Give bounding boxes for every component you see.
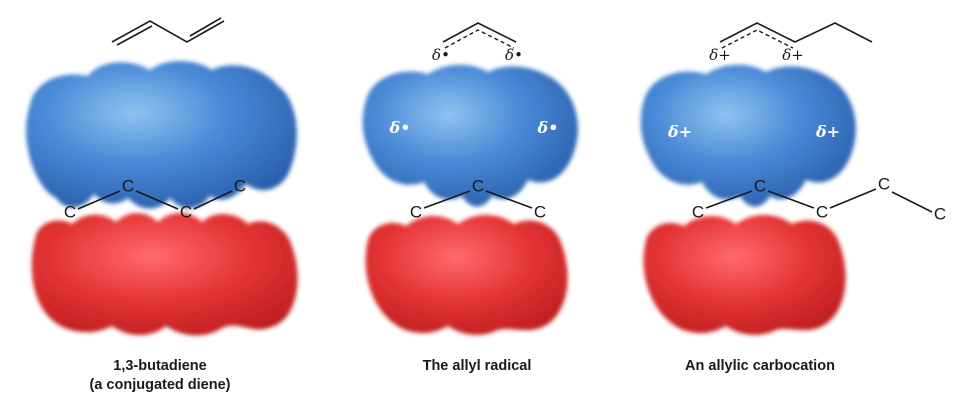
caption-butadiene-subtitle: (a conjugated diene) xyxy=(90,377,231,393)
carbocation-skeletal-formula: δ+ δ+ xyxy=(709,22,873,64)
panel-allyl-radical: δ• δ• δ• δ• C C C The allyl radical xyxy=(362,22,578,374)
lobe-partial-charge-label: δ+ xyxy=(667,122,692,141)
butadiene-pi-lobe-bottom xyxy=(31,213,298,336)
carbon-atom: C xyxy=(878,174,890,193)
lobe-partial-charge-label: δ+ xyxy=(815,122,840,141)
carbon-atom: C xyxy=(692,202,704,221)
carbon-atom: C xyxy=(180,202,192,221)
panel-allylic-carbocation: δ+ δ+ δ+ δ+ C C C C C An allylic carboca… xyxy=(640,22,946,374)
allyl-radical-skeletal-formula: δ• δ• xyxy=(432,22,523,64)
allyl-radical-pi-lobe-bottom xyxy=(365,215,568,335)
carbon-atom: C xyxy=(234,176,246,195)
panel-butadiene: C C C C 1,3-butadiene (a conjugated dien… xyxy=(26,17,298,393)
carbocation-pi-lobe-bottom xyxy=(643,215,846,335)
carbon-atom: C xyxy=(816,202,828,221)
carbon-atom: C xyxy=(754,176,766,195)
carbon-atom: C xyxy=(64,202,76,221)
carbocation-carbon-chain: C C C C C xyxy=(692,174,946,223)
allyl-radical-pi-lobe-top xyxy=(362,64,578,207)
carbon-atom: C xyxy=(472,176,484,195)
carbon-atom: C xyxy=(410,202,422,221)
partial-radical-label: δ• xyxy=(432,46,450,64)
caption-butadiene: 1,3-butadiene xyxy=(113,358,206,374)
carbon-atom: C xyxy=(534,202,546,221)
caption-allylic-carbocation: An allylic carbocation xyxy=(685,358,835,374)
carbon-atom: C xyxy=(934,204,946,223)
allyl-radical-carbon-chain: C C C xyxy=(410,176,546,221)
butadiene-skeletal-formula xyxy=(111,17,225,46)
partial-radical-label: δ• xyxy=(505,46,523,64)
lobe-partial-radical-label: δ• xyxy=(537,118,559,137)
carbocation-pi-lobe-top xyxy=(640,64,856,207)
caption-allyl-radical: The allyl radical xyxy=(423,358,532,374)
carbon-atom: C xyxy=(122,176,134,195)
partial-charge-label: δ+ xyxy=(709,46,731,64)
butadiene-carbon-chain: C C C C xyxy=(64,176,246,221)
butadiene-pi-lobe-top xyxy=(26,61,297,209)
lobe-partial-radical-label: δ• xyxy=(389,118,411,137)
partial-charge-label: δ+ xyxy=(782,46,804,64)
